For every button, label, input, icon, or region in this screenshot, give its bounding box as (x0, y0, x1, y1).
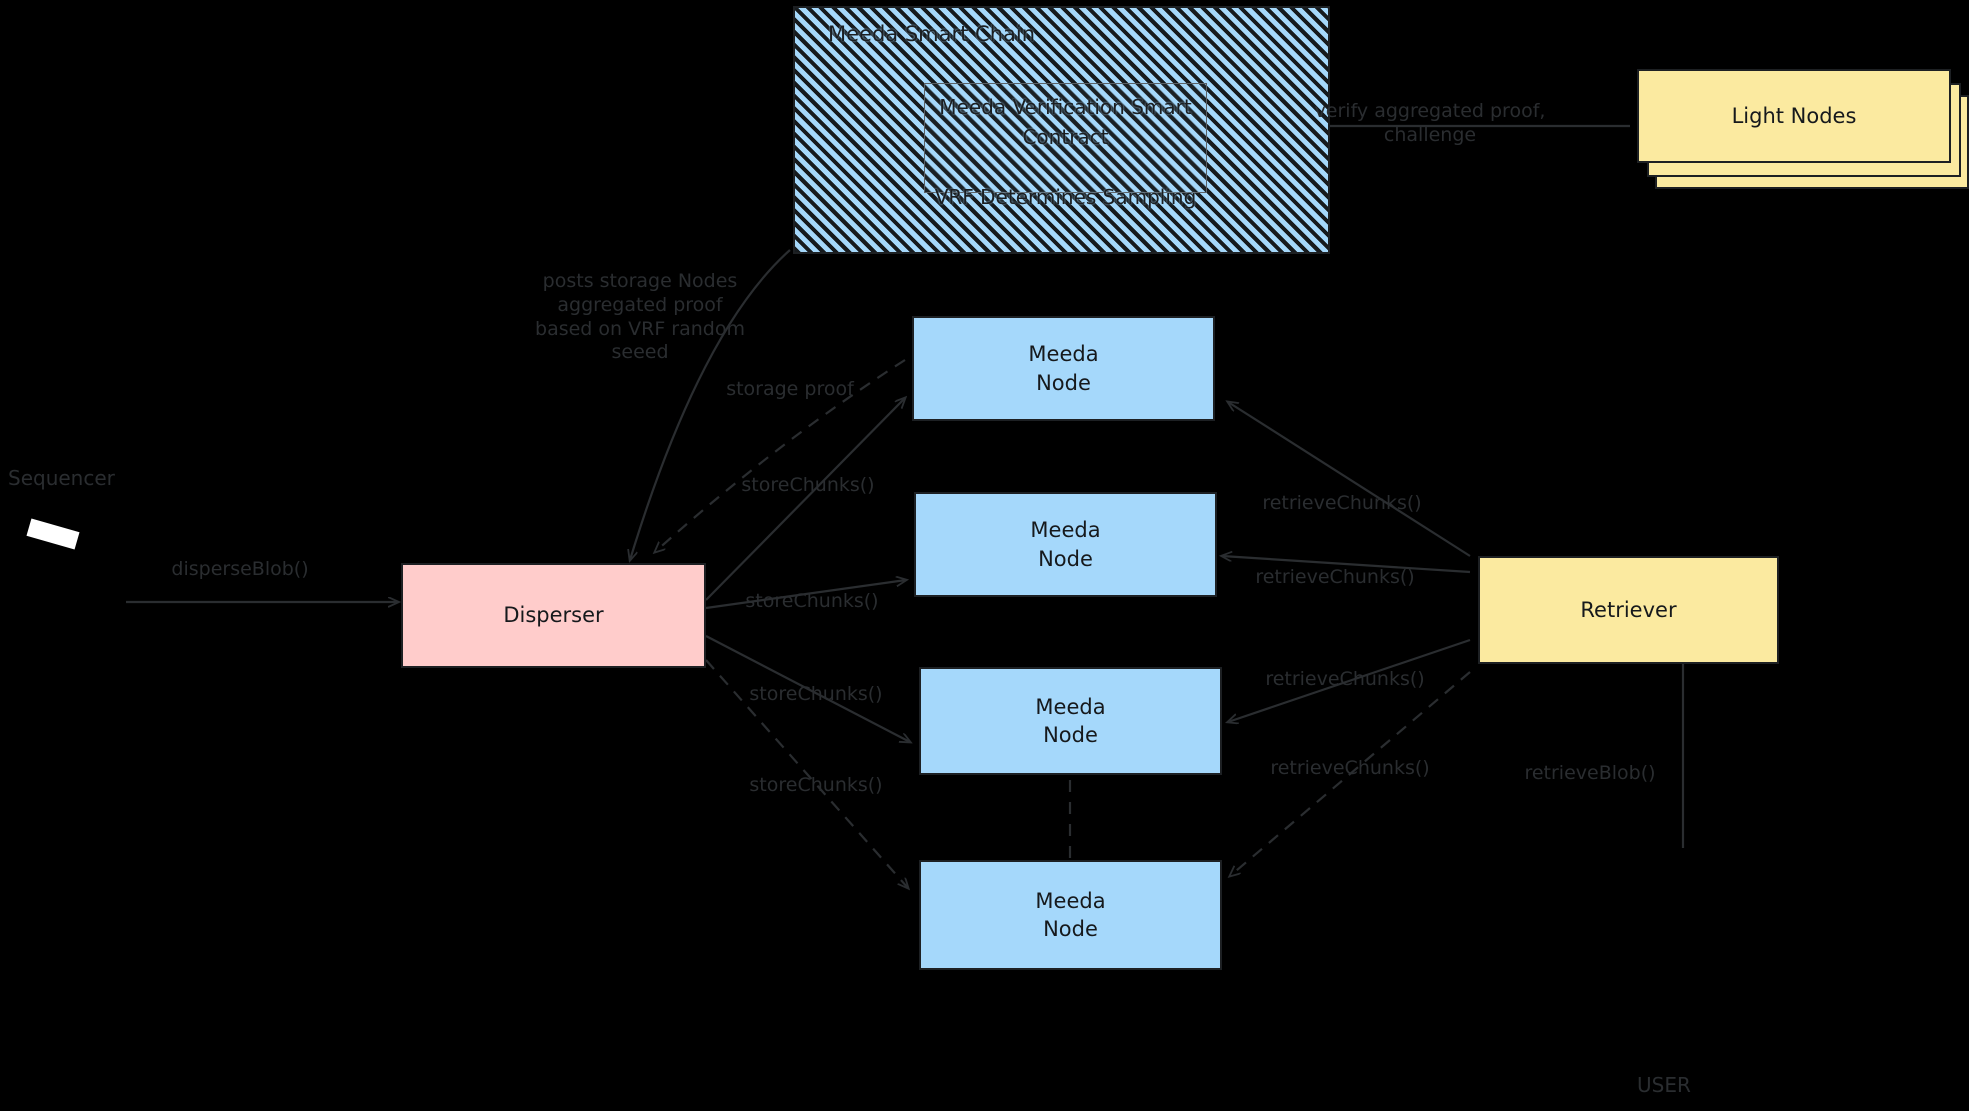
meeda-node-3[interactable]: Meeda Node (919, 667, 1222, 775)
label-store-chunks-3: storeChunks() (749, 683, 883, 705)
label-store-chunks-4: storeChunks() (749, 774, 883, 796)
edge-store-chunks-2 (705, 580, 906, 610)
edge-retrieve-chunks-4 (1230, 671, 1471, 876)
meeda-smart-chain-region[interactable] (793, 6, 1330, 254)
label-store-chunks-2: storeChunks() (745, 590, 879, 612)
user-label: USER (1637, 1073, 1691, 1097)
edge-retrieve-chunks-2 (1222, 556, 1471, 574)
sequencer-label: Sequencer (8, 466, 115, 490)
light-nodes-stack[interactable]: Light Nodes (1637, 69, 1969, 189)
label-store-chunks-1: storeChunks() (741, 474, 875, 496)
label-retrieve-blob: retrieveBlob() (1524, 762, 1656, 784)
label-posts-storage-nodes: posts storage Nodes aggregated proof bas… (535, 270, 745, 364)
edge-store-chunks-1 (705, 398, 905, 601)
edge-store-chunks-4 (705, 659, 908, 888)
light-nodes-card-front[interactable]: Light Nodes (1637, 69, 1951, 163)
label-retrieve-chunks-1: retrieveChunks() (1262, 492, 1422, 514)
label-disperse-blob: disperseBlob() (171, 558, 309, 580)
meeda-verification-contract-label: Meeda Verification Smart Contract VRF De… (934, 95, 1197, 209)
label-retrieve-chunks-4: retrieveChunks() (1270, 757, 1430, 779)
meeda-node-2[interactable]: Meeda Node (914, 492, 1217, 597)
edge-disperser-to-chain (630, 249, 791, 560)
retriever-box[interactable]: Retriever (1478, 556, 1779, 664)
edge-storage-proof (655, 359, 906, 552)
label-verify-aggregated-proof: verify aggregated proof, challenge (1314, 100, 1546, 146)
meeda-smart-chain-title: Meeda Smart Chain (828, 22, 1036, 46)
label-retrieve-chunks-2: retrieveChunks() (1255, 566, 1415, 588)
edge-store-chunks-3 (705, 635, 910, 742)
label-retrieve-chunks-3: retrieveChunks() (1265, 668, 1425, 690)
label-storage-proof: storage proof (726, 378, 854, 400)
edge-retrieve-chunks-3 (1228, 638, 1471, 722)
meeda-node-1[interactable]: Meeda Node (912, 316, 1215, 421)
meeda-node-4[interactable]: Meeda Node (919, 860, 1222, 970)
disperser-box[interactable]: Disperser (401, 563, 706, 668)
edge-retrieve-chunks-1 (1228, 402, 1471, 557)
meeda-verification-contract-box[interactable] (924, 83, 1207, 193)
sequencer-marker (26, 518, 80, 550)
